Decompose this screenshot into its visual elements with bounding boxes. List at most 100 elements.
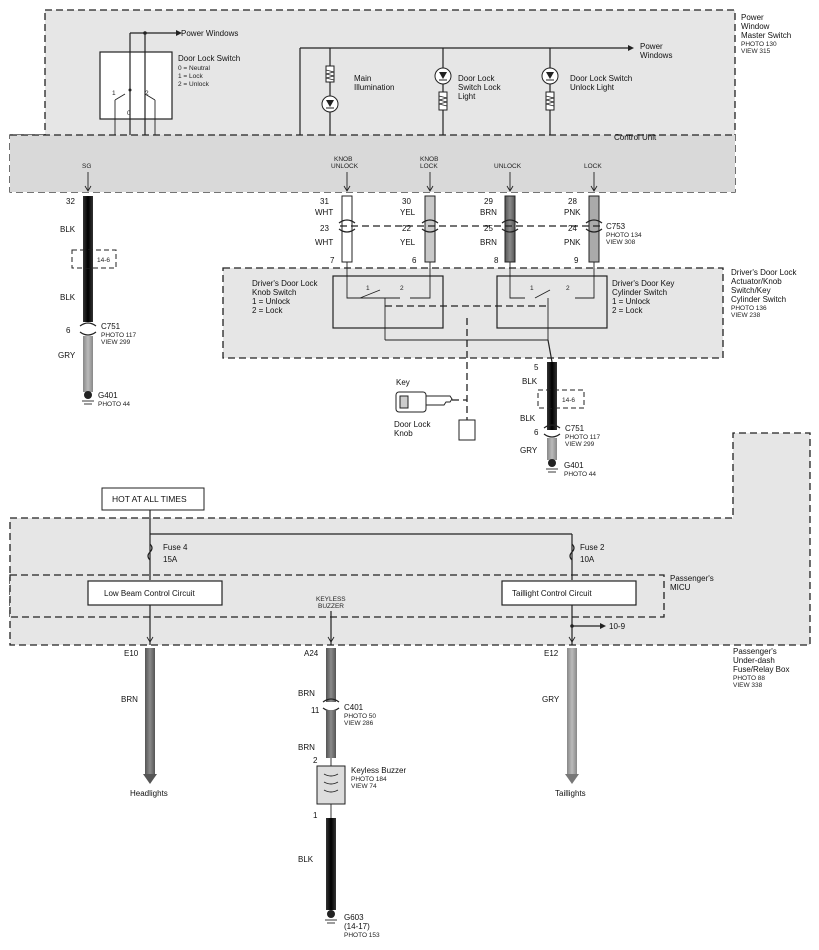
right-g401-photo: PHOTO 44 (564, 471, 596, 478)
key-switch-title1: Driver's Door Key (612, 279, 674, 288)
color-brn-top: BRN (480, 208, 497, 217)
pin-11: 11 (311, 706, 320, 715)
terminal-knob-lock-1: KNOB (420, 156, 438, 163)
left-c751-view: VIEW 299 (101, 339, 131, 346)
actuator-view: VIEW 238 (731, 312, 761, 319)
key-switch-box (496, 275, 608, 329)
pin-7: 7 (330, 256, 335, 265)
dls-state-unlock: 2 = Unlock (178, 81, 210, 88)
color-yel-bot: YEL (400, 238, 416, 247)
knob-switch-title2: Knob Switch (252, 288, 296, 297)
main-illumination-lamp: Main Illumination (321, 65, 394, 113)
fuse-box-title2: Under-dash (733, 656, 775, 665)
lock-light-lamp: Door Lock Switch Lock Light (434, 67, 502, 111)
key-knob: Key Door Lock Knob (394, 318, 476, 441)
fuse2-rating: 10A (580, 555, 595, 564)
terminal-knob-unlock-1: KNOB (334, 156, 352, 163)
pin-31: 31 (320, 197, 329, 206)
master-title-line3: Master Switch (741, 31, 791, 40)
power-windows-right-line1: Power (640, 42, 663, 51)
terminal-sg: SG (82, 163, 91, 170)
pin-6: 6 (412, 256, 417, 265)
knob-switch-unlock: 1 = Unlock (252, 297, 291, 306)
actuator-title4: Cylinder Switch (731, 295, 786, 304)
left-wire-blk-mid: BLK (60, 293, 76, 302)
wire-brn (504, 195, 516, 263)
left-c751: C751 (101, 322, 121, 331)
left-g401-photo: PHOTO 44 (98, 401, 130, 408)
dls-state-lock: 1 = Lock (178, 73, 204, 80)
master-photo-ref: PHOTO 130 (741, 41, 777, 48)
master-view-ref: VIEW 315 (741, 48, 771, 55)
left-pin-6: 6 (66, 326, 71, 335)
dls-pos-1: 1 (112, 90, 116, 97)
key-switch-lock: 2 = Lock (612, 306, 643, 315)
wire-yel (424, 195, 436, 263)
terminal-unlock: UNLOCK (494, 163, 522, 170)
buzzer-wire3-label: BLK (298, 855, 314, 864)
low-beam-label: Low Beam Control Circuit (104, 589, 195, 598)
color-wht-top: WHT (315, 208, 333, 217)
door-lock-switch-box (99, 51, 173, 120)
fuse4-symbol (147, 543, 153, 561)
actuator-region: 1 2 1 2 Driver's Door Lock Knob Switch 1… (222, 262, 798, 359)
color-wht-bot: WHT (315, 238, 333, 247)
hot-at-all-times-label: HOT AT ALL TIMES (112, 494, 187, 504)
pin-25: 25 (484, 224, 493, 233)
left-g401: G401 (98, 391, 118, 400)
right-c751-view: VIEW 299 (565, 441, 595, 448)
keyless-label1: KEYLESS (316, 596, 346, 603)
right-pin-5: 5 (534, 363, 539, 372)
hot-at-all-times-box (101, 487, 205, 511)
keyless-buzzer-photo: PHOTO 184 (351, 776, 387, 783)
buzzer-wire-brn2 (326, 710, 336, 758)
color-brn-bot: BRN (480, 238, 497, 247)
taillights-wire: E12 GRY Taillights (542, 648, 586, 798)
micu-label1: Passenger's (670, 574, 714, 583)
control-unit-terminals: SG KNOB UNLOCK KNOB LOCK UNLOCK LOCK (82, 156, 602, 192)
actuator-title3: Switch/Key (731, 286, 771, 295)
wire-pnk (588, 195, 600, 263)
knob-switch-title1: Driver's Door Lock (252, 279, 319, 288)
master-switch-title: Power Window Master Switch PHOTO 130 VIE… (741, 13, 791, 55)
right-wire-gry (547, 438, 557, 460)
right-ground-wire: 5 BLK 14-6 BLK 6 C751 PHOTO 117 VIEW 299… (520, 339, 601, 478)
lock-light-line2: Switch Lock (458, 83, 502, 92)
main-illumination-line2: Illumination (354, 83, 394, 92)
left-wire-gry (83, 336, 93, 392)
knob-switch-box (332, 275, 444, 329)
illumination-circuits: Power Windows Main Illumination Door Loc… (299, 42, 672, 135)
headlights-wire: E10 BRN Headlights (121, 648, 168, 798)
knob-label1: Door Lock (394, 420, 431, 429)
pin-e12: E12 (544, 649, 559, 658)
g603-sub: (14-17) (344, 922, 370, 931)
pin-8: 8 (494, 256, 499, 265)
unlock-light-line2: Unlock Light (570, 83, 615, 92)
buzzer-pin-2: 2 (313, 756, 318, 765)
g603-label: G603 (344, 913, 364, 922)
key-pos-1: 1 (530, 285, 534, 292)
taillights-wire-gry (567, 648, 577, 774)
pin-e10: E10 (124, 649, 139, 658)
pin-9: 9 (574, 256, 579, 265)
keyless-buzzer-name: Keyless Buzzer (351, 766, 406, 775)
lock-light-line1: Door Lock (458, 74, 495, 83)
right-wire-blk-label: BLK (522, 377, 538, 386)
actuator-title2: Actuator/Knob (731, 277, 782, 286)
taillight-circuit-label: Taillight Control Circuit (512, 589, 592, 598)
control-unit-label: Control Unit (614, 133, 657, 142)
door-lock-knob-icon (458, 419, 476, 441)
control-unit-band (10, 135, 735, 192)
terminal-knob-lock-2: LOCK (420, 163, 438, 170)
unlock-light-lamp: Door Lock Switch Unlock Light (541, 67, 632, 111)
knob-pos-1: 1 (366, 285, 370, 292)
key-label: Key (396, 378, 410, 387)
ref-10-9: 10-9 (609, 622, 626, 631)
right-ref-box (537, 389, 585, 409)
fuse-box-region: HOT AT ALL TIMES Fuse 4 15A Fuse 2 10A L… (9, 432, 811, 689)
key-switch-unlock: 1 = Unlock (612, 297, 651, 306)
keyless-buzzer-view: VIEW 74 (351, 783, 377, 790)
fuse2-symbol (569, 543, 575, 561)
terminal-knob-unlock-2: UNLOCK (331, 163, 359, 170)
keyless-buzzer-circuit: A24 BRN 11 C401 PHOTO 50 VIEW 286 BRN 2 … (298, 648, 406, 939)
